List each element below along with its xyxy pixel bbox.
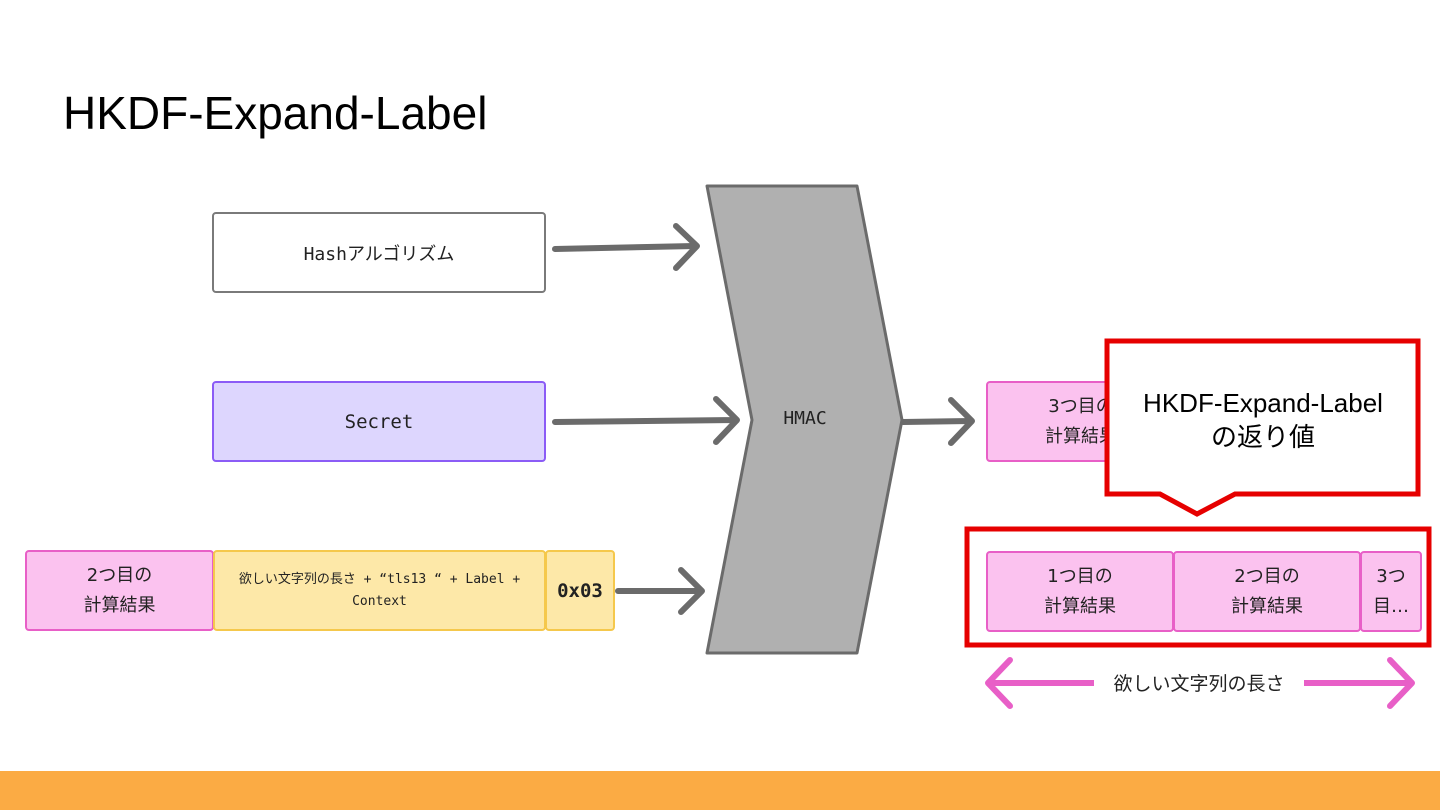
length-label: 欲しい文字列の長さ: [1094, 670, 1304, 698]
callout-bubble: [1104, 338, 1421, 517]
previous-result-box: 2つ目の 計算結果: [25, 550, 214, 631]
result-block-2: 2つ目の 計算結果: [1173, 551, 1361, 632]
arrow-secret-to-hmac: [552, 396, 740, 445]
result-block-1: 1つ目の 計算結果: [986, 551, 1174, 632]
hash-algorithm-label: Hashアルゴリズム: [303, 243, 455, 265]
info-box: 欲しい文字列の長さ + “tls13 “ + Label + Context: [213, 550, 546, 631]
page-title: HKDF-Expand-Label: [63, 87, 488, 139]
result-block-3-label: 3つ 目…: [1373, 565, 1409, 617]
footer-bar: [0, 771, 1440, 810]
secret-box: Secret: [212, 381, 546, 462]
hash-algorithm-box: Hashアルゴリズム: [212, 212, 546, 293]
result-block-3: 3つ 目…: [1360, 551, 1422, 632]
result-block-1-label: 1つ目の 計算結果: [1044, 565, 1116, 617]
arrow-hmac-to-output: [900, 397, 975, 446]
previous-result-label: 2つ目の 計算結果: [83, 564, 156, 616]
length-arrow-left-head: [985, 657, 1013, 709]
result-block-2-label: 2つ目の 計算結果: [1231, 565, 1303, 617]
arrow-hash-to-hmac: [552, 223, 700, 271]
secret-label: Secret: [344, 410, 414, 433]
hmac-label: HMAC: [783, 408, 827, 429]
counter-label: 0x03: [557, 579, 603, 602]
callout-text: HKDF-Expand-Label の返り値: [1143, 388, 1383, 452]
counter-box: 0x03: [545, 550, 615, 631]
info-label: 欲しい文字列の長さ + “tls13 “ + Label + Context: [238, 571, 521, 609]
length-arrow-right-head: [1387, 657, 1415, 709]
current-result-label: 3つ目の 計算結果: [1045, 395, 1117, 447]
result-highlight-frame: [964, 526, 1432, 648]
hmac-shape: [705, 184, 904, 655]
arrow-info-to-hmac: [615, 567, 705, 615]
